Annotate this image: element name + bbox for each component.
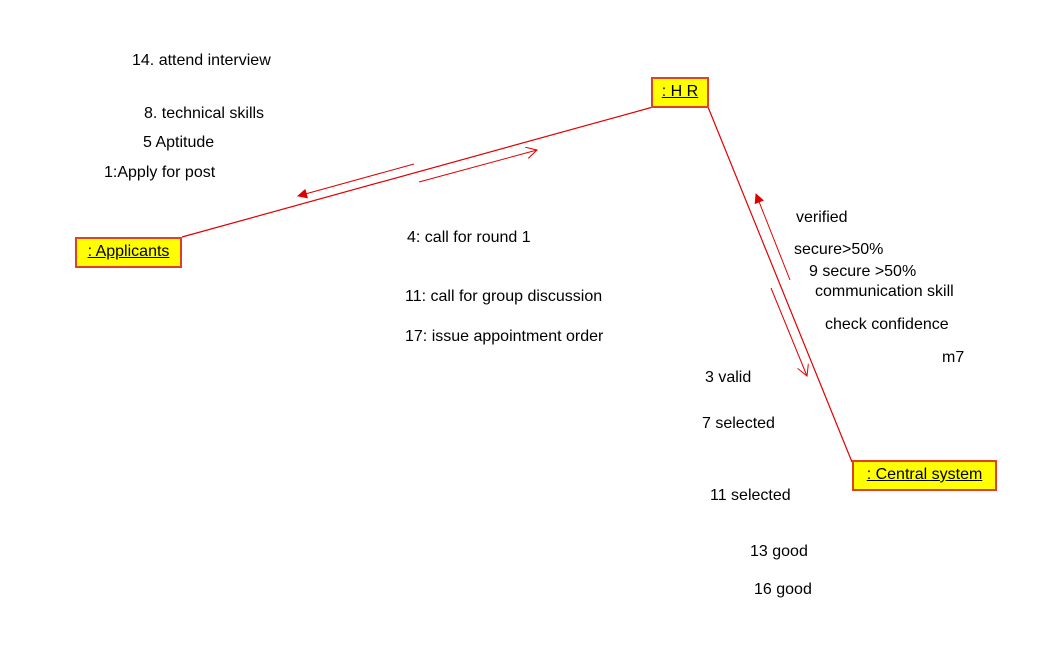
message-arrow-central-to-hr (754, 193, 791, 281)
message-label: 3 valid (705, 369, 752, 386)
message-label: 11: call for group discussion (405, 288, 603, 305)
message-label: 7 selected (702, 415, 775, 432)
message-label: 17: issue appointment order (405, 328, 604, 345)
link-hr-central-system (707, 106, 853, 463)
message-arrow-to-applicants (297, 163, 415, 199)
message-label: verified (796, 209, 848, 226)
message-label: 14. attend interview (132, 52, 271, 69)
message-label: m7 (942, 349, 965, 366)
object-central-system: : Central system (852, 460, 997, 491)
message-label: 9 secure >50% (809, 263, 917, 280)
message-label: 16 good (754, 581, 812, 598)
message-label: 8. technical skills (144, 105, 265, 122)
message-label: 13 good (750, 543, 808, 560)
message-arrow-hr-to-central (770, 287, 807, 376)
message-label: secure>50% (794, 241, 884, 258)
message-arrow-to-hr (418, 150, 537, 183)
message-label: 5 Aptitude (143, 134, 215, 151)
message-label: communication skill (815, 283, 954, 300)
link-applicants-hr (181, 106, 654, 238)
message-label: 4: call for round 1 (407, 229, 531, 246)
message-label: 1:Apply for post (104, 164, 216, 181)
message-label: 11 selected (710, 487, 791, 504)
object-hr: : H R (651, 77, 709, 108)
message-label: check confidence (825, 316, 949, 333)
object-applicants: : Applicants (75, 237, 182, 268)
